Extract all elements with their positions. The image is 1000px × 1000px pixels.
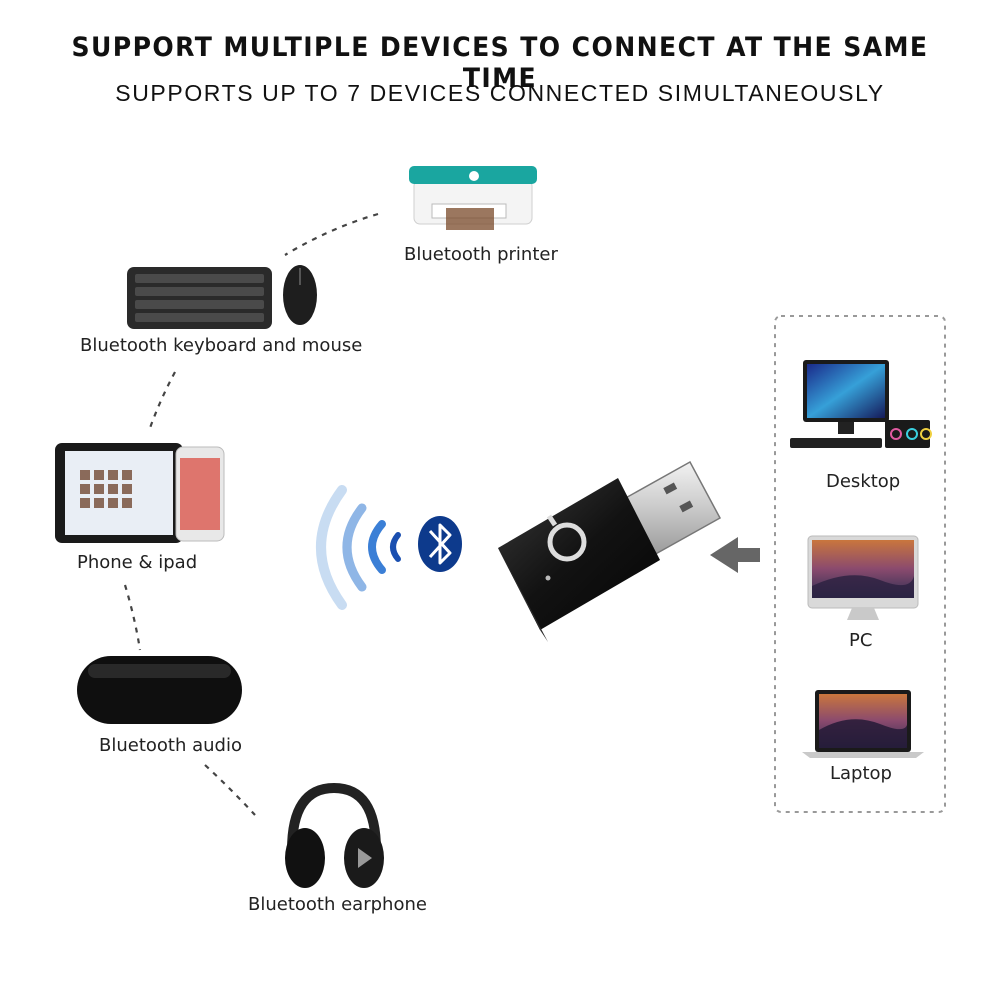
host-devices-panel bbox=[774, 315, 946, 813]
laptop-icon bbox=[802, 690, 924, 758]
usb-dongle-icon bbox=[498, 460, 722, 642]
label-pc: PC bbox=[849, 630, 873, 651]
label-printer: Bluetooth printer bbox=[404, 244, 558, 265]
headphones-icon bbox=[285, 782, 384, 888]
phone-icon bbox=[175, 446, 225, 542]
label-laptop: Laptop bbox=[830, 763, 892, 784]
connector-phone-audio bbox=[123, 584, 142, 651]
headline: SUPPORT MULTIPLE DEVICES TO CONNECT AT T… bbox=[71, 32, 929, 94]
label-keyboard-mouse: Bluetooth keyboard and mouse bbox=[80, 335, 363, 356]
desktop-icon bbox=[790, 360, 932, 448]
printer-icon bbox=[409, 166, 537, 230]
label-audio: Bluetooth audio bbox=[99, 735, 242, 756]
signal-waves-icon bbox=[316, 485, 401, 610]
label-phone-ipad: Phone & ipad bbox=[77, 552, 198, 573]
connector-audio-earphone bbox=[204, 764, 256, 816]
pc-icon bbox=[807, 535, 919, 620]
connector-keyboard-phone bbox=[148, 371, 176, 429]
keyboard-icon bbox=[127, 267, 272, 329]
dashed-connectors bbox=[123, 212, 379, 816]
subheadline: SUPPORTS UP TO 7 DEVICES CONNECTED SIMUL… bbox=[115, 80, 885, 106]
bluetooth-icon bbox=[418, 516, 462, 572]
label-earphone: Bluetooth earphone bbox=[248, 894, 427, 915]
speaker-icon bbox=[77, 656, 242, 724]
tablet-icon bbox=[55, 443, 183, 543]
label-desktop: Desktop bbox=[826, 471, 901, 492]
mouse-icon bbox=[283, 265, 317, 325]
connector-printer-keyboard bbox=[284, 212, 379, 256]
arrow-left-icon bbox=[710, 537, 760, 573]
